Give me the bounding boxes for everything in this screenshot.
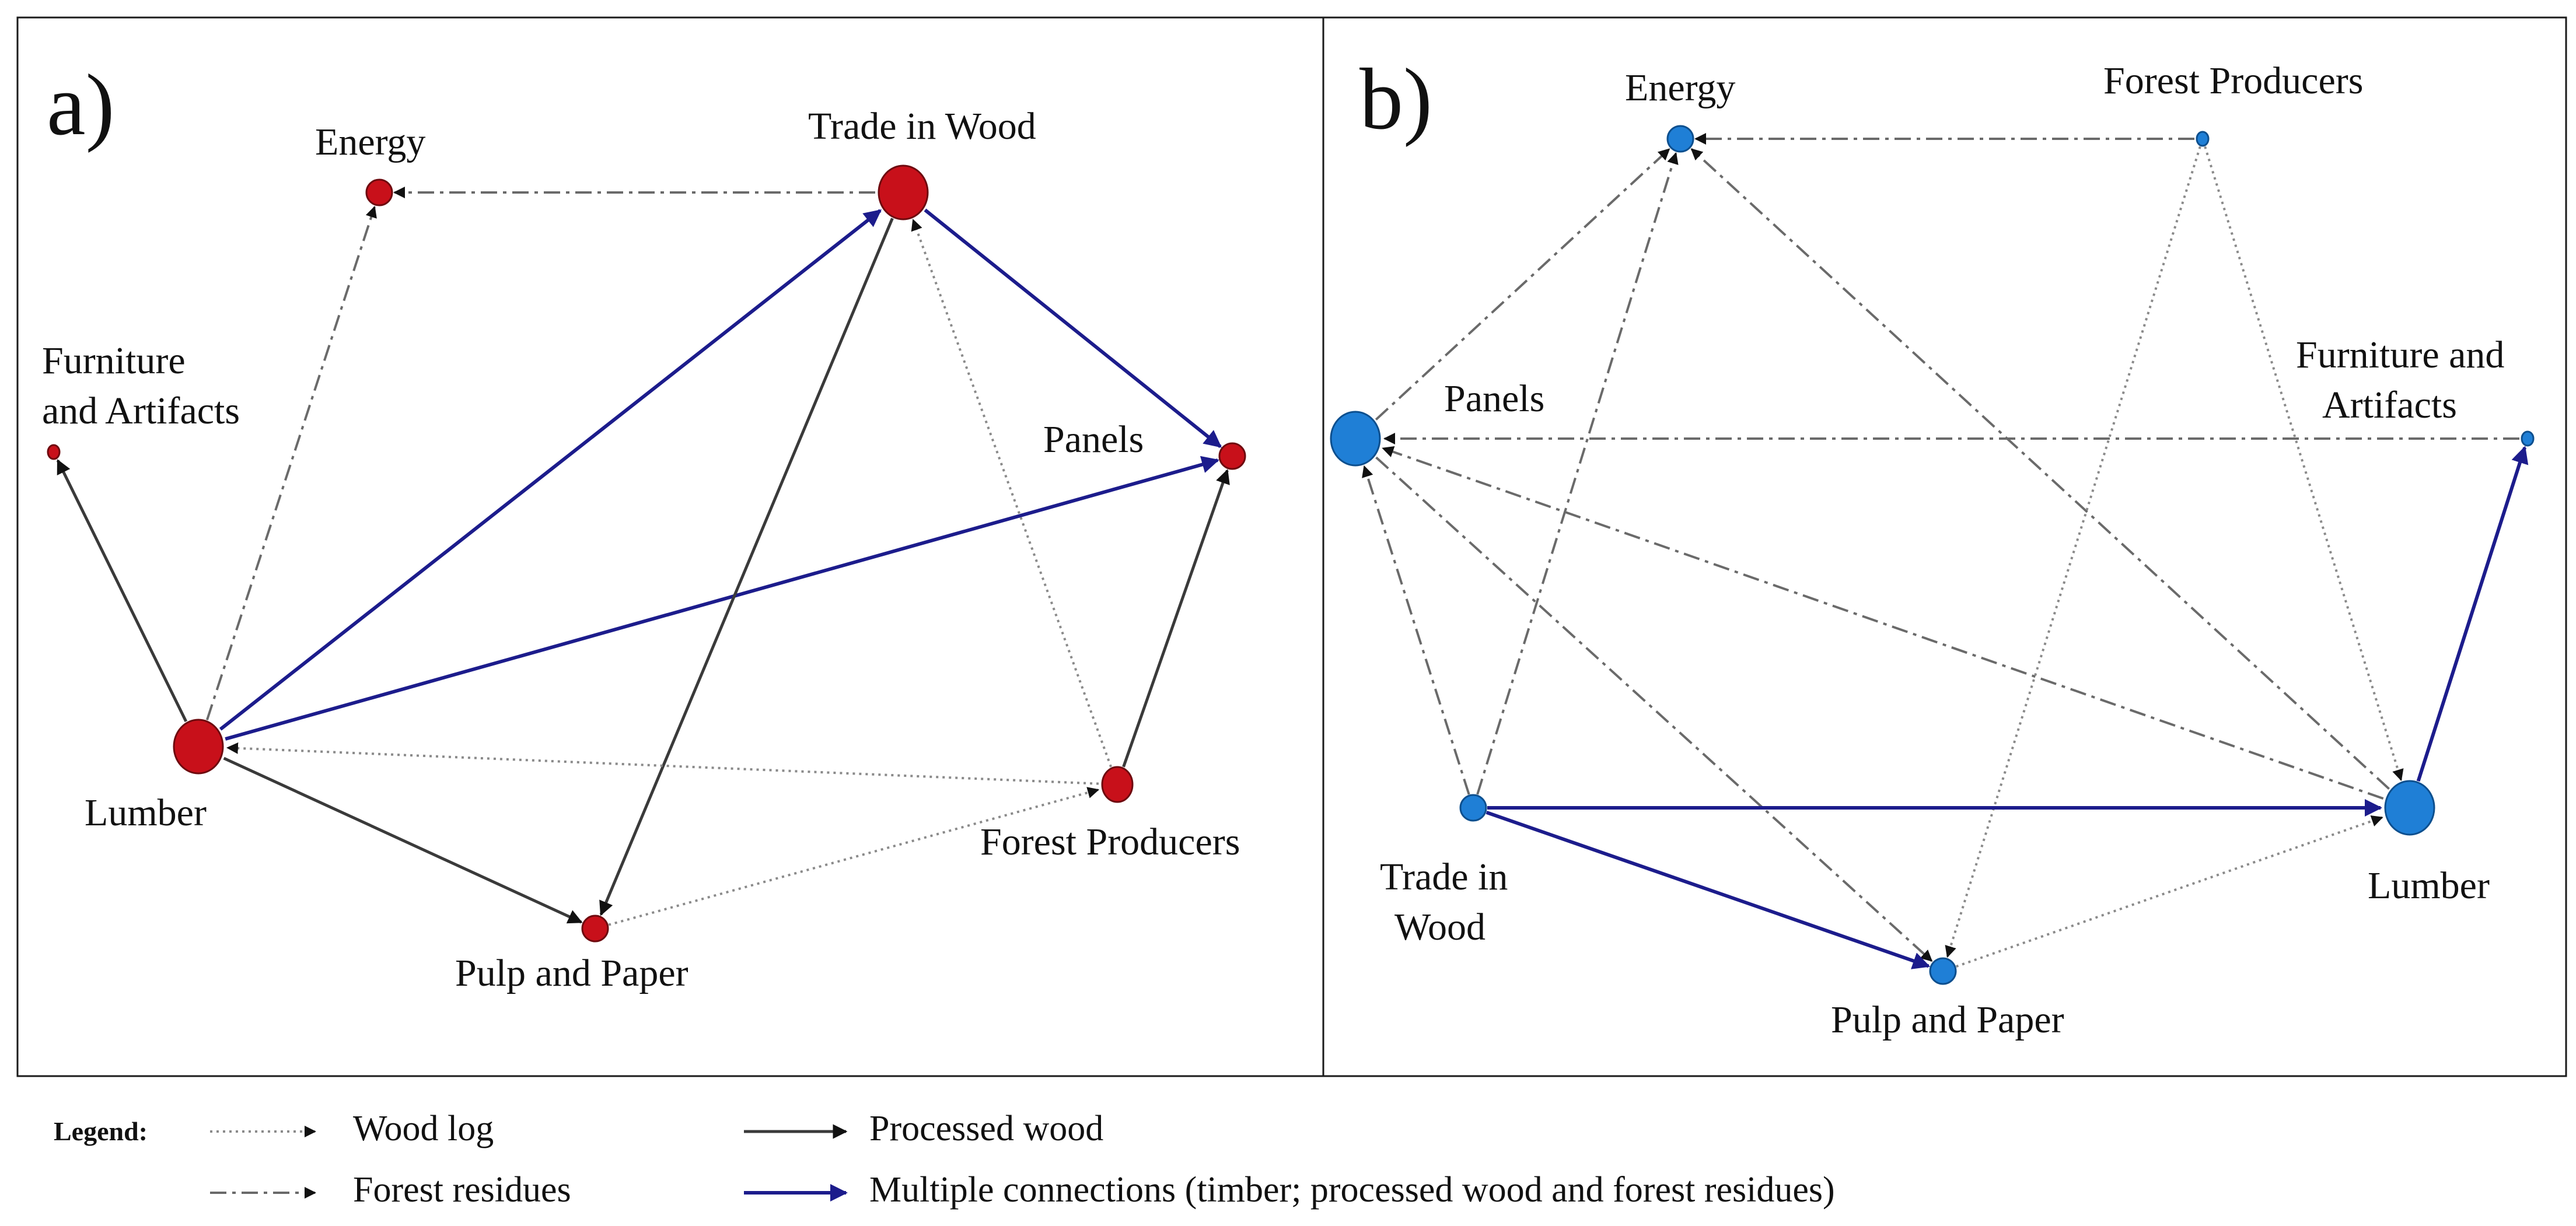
panel-b-label-furniture-line2: Artifacts: [2322, 384, 2457, 426]
panel-a-node-trade: [878, 164, 929, 220]
panel-a-labels: Energy Trade in Wood Furniture and Artif…: [42, 105, 1240, 994]
panel-b-edge-trade-to-pulp: [1486, 811, 1931, 969]
panel-a-edge-lumber-to-pulp: [223, 756, 583, 924]
legend: Legend: Wood log Forest residues Process…: [54, 1109, 1835, 1210]
panel-a-node-lumber: [173, 719, 224, 775]
panel-b-edge-lumber-to-energy: [1690, 148, 2390, 790]
panel-a-edge-forest-to-panels: [1122, 469, 1230, 768]
panel-a-edge-lumber-to-panels: [225, 456, 1219, 741]
panel-b-edges: [1362, 133, 2529, 969]
panel-a-edge-lumber-to-trade: [219, 209, 882, 731]
panel-b-label-forest-producers: Forest Producers: [2103, 59, 2363, 102]
panel-b-label-furniture-line1: Furniture and: [2296, 334, 2504, 376]
panel-b-label-lumber: Lumber: [2368, 864, 2490, 907]
panel-b-edge-lumber-to-panels: [1382, 446, 2384, 800]
panel-b-node-pulp: [1929, 957, 1957, 985]
panel-b-label-energy: Energy: [1625, 66, 1735, 109]
panel-a-node-furniture: [47, 444, 61, 460]
panel-b-node-panels: [1330, 411, 1381, 467]
panel-a-edges: [56, 187, 1230, 926]
panel-b-edge-forest-to-lumber: [2204, 146, 2404, 782]
panel-b: b) Energy Forest Producers Panels Furnit…: [1322, 16, 2567, 1077]
panel-a-edge-forest-to-lumber: [226, 742, 1099, 785]
panel-a-edge-pulp-to-forest: [608, 787, 1100, 926]
legend-label-multiple-connections: Multiple connections (timber; processed …: [869, 1170, 1835, 1210]
panel-a-edge-lumber-to-energy: [205, 205, 377, 720]
panel-b-node-energy: [1666, 125, 1694, 153]
panel-a-edge-trade-to-panels: [924, 208, 1222, 449]
panel-a-node-energy: [365, 178, 393, 206]
panel-b-edge-trade-to-panels: [1362, 465, 1470, 795]
panel-b-labels: Energy Forest Producers Panels Furniture…: [1380, 59, 2514, 1041]
panel-a-node-pulp: [581, 915, 609, 943]
panel-a-node-panels: [1218, 442, 1246, 470]
panel-b-label-trade-line1: Trade in: [1380, 856, 1508, 898]
panel-b-edge-trade-to-energy: [1476, 152, 1679, 795]
panel-a-edge-lumber-to-furniture: [56, 459, 188, 723]
panel-a-edge-forest-to-trade: [911, 219, 1112, 768]
panel-a-label-furniture-and-artifacts: Furniture and Artifacts: [42, 339, 240, 432]
panel-b-label-trade-line2: Wood: [1394, 906, 1486, 948]
panel-b-node-furniture: [2521, 430, 2535, 447]
panel-b-edge-panels-to-energy: [1375, 148, 1670, 421]
panel-b-letter: b): [1359, 51, 1432, 148]
legend-label-forest-residues: Forest residues: [353, 1170, 571, 1210]
panel-b-frame: [1322, 16, 2567, 1077]
legend-label-processed-wood: Processed wood: [869, 1109, 1103, 1148]
panel-a-label-trade-in-wood: Trade in Wood: [808, 105, 1036, 148]
panel-b-label-trade-in-wood: Trade in Wood: [1380, 856, 1518, 948]
legend-title: Legend:: [54, 1116, 148, 1146]
panel-b-nodes: [1330, 125, 2535, 985]
panel-a-label-furniture-line2: and Artifacts: [42, 390, 240, 432]
panel-a: a) Energy Trade in Wood Furniture and Ar…: [16, 16, 1326, 1077]
panel-b-node-trade: [1459, 794, 1487, 822]
panel-a-nodes: [47, 164, 1246, 943]
panel-a-label-panels: Panels: [1043, 418, 1144, 461]
panel-b-edge-forest-to-pulp: [1945, 146, 2201, 958]
panel-a-frame: [16, 16, 1326, 1077]
panel-b-edge-pulp-to-lumber: [1955, 815, 2383, 968]
panel-b-label-panels: Panels: [1444, 377, 1544, 420]
panel-b-edge-lumber-to-furniture: [2416, 446, 2529, 782]
panel-a-label-furniture-line1: Furniture: [42, 339, 186, 382]
legend-samples: [210, 1124, 848, 1202]
panel-a-label-lumber: Lumber: [85, 791, 207, 834]
panel-a-label-energy: Energy: [315, 121, 425, 163]
panel-a-label-pulp-and-paper: Pulp and Paper: [455, 952, 688, 994]
panel-a-label-forest-producers: Forest Producers: [980, 821, 1240, 863]
panel-b-node-lumber: [2384, 780, 2435, 836]
legend-label-wood-log: Wood log: [353, 1109, 494, 1148]
panel-b-label-pulp-and-paper: Pulp and Paper: [1831, 999, 2064, 1041]
panel-b-label-furniture-and-artifacts: Furniture and Artifacts: [2296, 334, 2514, 426]
panel-a-letter: a): [47, 57, 115, 153]
panel-a-edge-trade-to-pulp: [599, 218, 894, 916]
panel-a-node-forest: [1101, 766, 1134, 803]
panel-b-node-forest: [2196, 131, 2210, 147]
